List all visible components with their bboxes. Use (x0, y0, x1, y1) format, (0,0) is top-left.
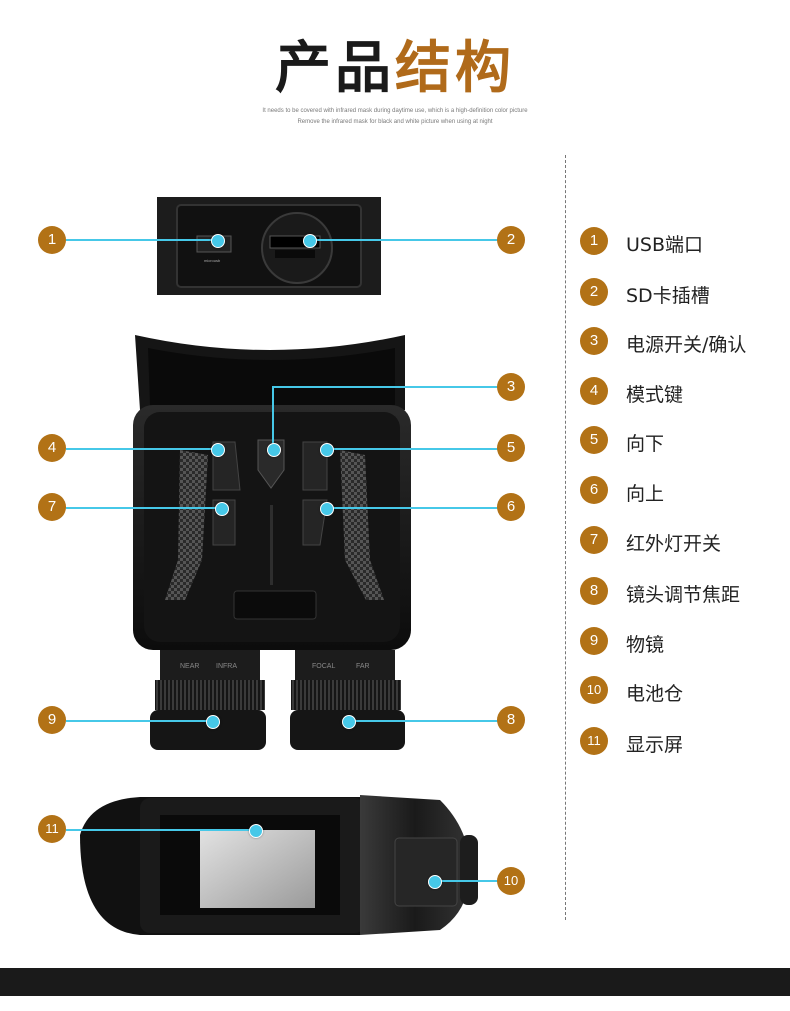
callout-dot-10 (428, 875, 442, 889)
focus-left-text-a: NEAR (180, 663, 199, 670)
focus-right-text-a: FOCAL (312, 663, 335, 670)
subtitle-line-1: It needs to be covered with infrared mas… (262, 108, 528, 114)
legend-badge: 1 (580, 227, 608, 255)
callout-badge-11: 11 (38, 815, 66, 843)
callout-badge-9: 9 (38, 706, 66, 734)
objective-lens-left (150, 650, 266, 750)
callout-dot-11 (249, 824, 263, 838)
legend-badge: 6 (580, 476, 608, 504)
legend-badge: 4 (580, 377, 608, 405)
usb-port-text: microusb (204, 258, 221, 263)
legend-badge: 11 (580, 727, 608, 755)
objective-lens-right (290, 650, 405, 750)
callout-line-2 (308, 239, 498, 241)
legend-label: SD卡插槽 (626, 285, 710, 307)
callout-badge-6: 6 (497, 493, 525, 521)
legend-label: 模式键 (626, 384, 684, 406)
callout-badge-7: 7 (38, 493, 66, 521)
focus-left-text-b: INFRA (216, 663, 237, 670)
legend-badge: 8 (580, 577, 608, 605)
legend-label: 物镜 (626, 634, 665, 656)
display-screen (200, 830, 315, 908)
callout-badge-8: 8 (497, 706, 525, 734)
callout-badge-2: 2 (497, 226, 525, 254)
focus-right-text-b: FAR (356, 663, 370, 670)
callout-line-3-h (273, 386, 498, 388)
legend-label: 镜头调节焦距 (626, 584, 741, 606)
callout-line-10 (433, 880, 498, 882)
legend-label: 电池仓 (626, 683, 684, 705)
callout-dot-5 (320, 443, 334, 457)
legend-badge: 9 (580, 627, 608, 655)
callout-dot-4 (211, 443, 225, 457)
callout-badge-10: 10 (497, 867, 525, 895)
callout-badge-5: 5 (497, 434, 525, 462)
callout-line-9 (66, 720, 212, 722)
callout-line-6 (326, 507, 498, 509)
legend-label: 向上 (626, 483, 665, 505)
divider (565, 155, 566, 920)
legend-badge: 5 (580, 426, 608, 454)
legend-label: USB端口 (626, 234, 704, 256)
legend-label: 红外灯开关 (626, 533, 722, 555)
legend-badge: 3 (580, 327, 608, 355)
callout-line-5 (326, 448, 498, 450)
binocular-body (133, 405, 411, 650)
callout-line-11 (66, 829, 256, 831)
port-panel (157, 197, 381, 295)
callout-line-8 (348, 720, 498, 722)
footer-bar (0, 968, 790, 996)
callout-dot-1 (211, 234, 225, 248)
callout-badge-1: 1 (38, 226, 66, 254)
subtitle-line-2: Remove the infrared mask for black and w… (297, 119, 493, 125)
callout-badge-4: 4 (38, 434, 66, 462)
title-part-dark: 产品 (275, 35, 395, 101)
callout-line-3-v (272, 386, 274, 450)
title-part-accent: 结构 (395, 35, 515, 101)
callout-dot-7 (215, 502, 229, 516)
eyecup-top (135, 335, 405, 415)
callout-dot-2 (303, 234, 317, 248)
callout-line-1 (66, 239, 216, 241)
callout-badge-3: 3 (497, 373, 525, 401)
callout-line-4 (66, 448, 216, 450)
legend-badge: 7 (580, 526, 608, 554)
callout-dot-6 (320, 502, 334, 516)
legend-badge: 10 (580, 676, 608, 704)
legend-label: 电源开关/确认 (626, 334, 747, 356)
callout-dot-8 (342, 715, 356, 729)
device-illustration: microusb NEAR INFRA FOCAL FAR (80, 197, 478, 935)
rear-view (80, 795, 478, 935)
callout-line-7 (66, 507, 220, 509)
callout-dot-3 (267, 443, 281, 457)
page-title: 产品结构 (0, 32, 790, 104)
callout-dot-9 (206, 715, 220, 729)
legend-label: 显示屏 (626, 734, 684, 756)
legend-label: 向下 (626, 433, 665, 455)
legend-badge: 2 (580, 278, 608, 306)
